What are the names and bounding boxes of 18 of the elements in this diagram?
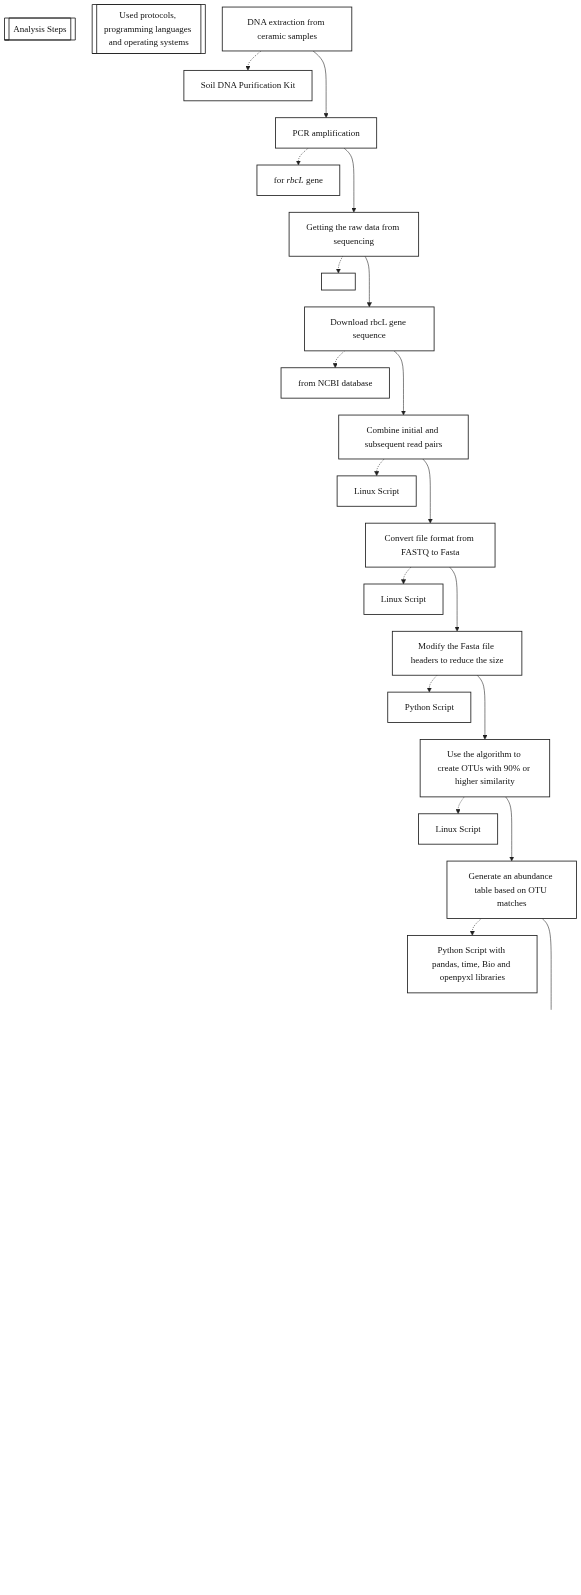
- node-box: Modify the Fasta file headers to reduce the size: [391, 630, 523, 676]
- node-box: Linux Script: [336, 475, 417, 507]
- node-box: Soil DNA Purification Kit: [183, 70, 313, 102]
- node-box: Convert file format from FASTQ to Fasta: [365, 522, 496, 568]
- node-box: from NCBI database: [280, 367, 390, 399]
- node-box: Python Script with pandas, time, Bio and openpyxl libraries: [407, 935, 538, 994]
- node-box: Getting the raw data from sequencing: [288, 211, 420, 257]
- node-box: [321, 272, 356, 291]
- node-box: Download rbcL gene sequence: [304, 306, 435, 352]
- node-box: Linux Script: [363, 583, 444, 615]
- node-box: DNA extraction from ceramic samples: [221, 6, 353, 52]
- node-box: for rbcL gene: [256, 164, 341, 196]
- node-box: Python Script: [387, 691, 472, 723]
- node-box: Linux Script: [418, 813, 499, 845]
- node-box: Use the algorithm to create OTUs with 90% or higher similarity: [419, 739, 551, 798]
- node-box: Generate an abundance table based on OTU matches: [446, 860, 577, 919]
- node-box: PCR amplification: [275, 117, 378, 149]
- node-box: Combine initial and subsequent read pairs: [338, 414, 469, 460]
